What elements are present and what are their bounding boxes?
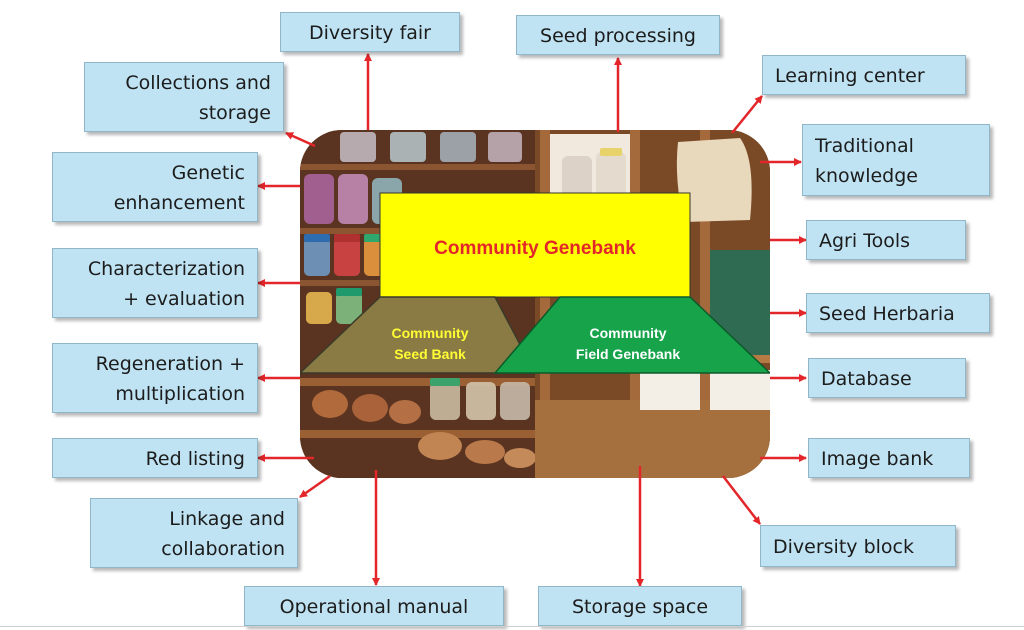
glass-bottles [562,148,626,196]
lower-shelf [535,400,770,478]
shelf-back [710,370,770,410]
label-linkage-1: Linkage and [169,508,285,530]
label-seed-herbaria: Seed Herbaria [819,303,955,325]
box-genetic-enhancement: Genetic enhancement [52,152,258,222]
label-genetic-1: Genetic [171,162,245,184]
label-operational-manual: Operational manual [279,596,469,618]
label-genetic-2: enhancement [113,192,245,214]
clay-pots [312,390,536,468]
box-image-bank: Image bank [808,438,970,478]
box-learning-center: Learning center [762,55,966,95]
shelf [300,164,535,170]
label-image-bank: Image bank [821,448,934,470]
box-characterization: Characterization + evaluation [52,248,258,318]
label-diversity-fair: Diversity fair [309,22,431,44]
woven-basket [676,138,752,222]
box-traditional-knowledge: Traditional knowledge [802,124,990,196]
jar-row-bottom [430,378,530,420]
center-title: Community Genebank [434,238,636,259]
box-agri-tools: Agri Tools [806,220,966,260]
label-collections-1: Collections and [125,72,271,94]
label-linkage-2: collaboration [161,538,285,560]
seed-bank-label-2: Seed Bank [394,346,466,362]
title-box [379,192,691,298]
arrow-learning-center [731,95,763,134]
label-regeneration-2: multiplication [115,383,245,405]
field-genebank-trapezoid [493,296,770,374]
box-seed-processing: Seed processing [516,15,720,55]
box-database: Database [808,358,966,398]
shelf [300,430,535,438]
label-seed-processing: Seed processing [540,25,696,47]
box-diversity-fair: Diversity fair [280,12,460,52]
shelf-post [700,130,710,478]
jar-row-4 [306,288,362,324]
shelf [300,378,535,386]
shelf-post [540,130,550,478]
label-diversity-block: Diversity block [773,536,914,558]
shelf-back [640,370,700,410]
genebank-photo: Community Genebank Community Seed Bank C… [300,130,770,478]
label-agri-tools: Agri Tools [819,230,910,252]
jar-row-3 [304,234,390,276]
label-collections-2: storage [198,102,271,124]
box-diversity-block: Diversity block [760,525,956,567]
field-genebank-label-1: Community [590,325,667,341]
field-genebank-label-2: Field Genebank [576,346,680,362]
bottom-divider [0,626,1024,627]
box-seed-herbaria: Seed Herbaria [806,293,990,333]
label-characterization-2: + evaluation [123,288,245,310]
label-database: Database [821,368,912,390]
label-traditional-1: Traditional [815,135,914,157]
arrow-linkage [299,474,331,499]
label-regeneration-1: Regeneration + [95,353,245,375]
label-red-listing: Red listing [145,448,245,470]
box-regeneration: Regeneration + multiplication [52,343,258,413]
seed-bank-label-1: Community [392,325,469,341]
label-traditional-2: knowledge [815,165,918,187]
box-storage-space: Storage space [538,586,742,626]
box-collections-storage: Collections and storage [84,62,284,132]
photo-illustration: Community Genebank Community Seed Bank C… [300,130,770,478]
arrow-diversity-block [722,475,761,525]
label-storage-space: Storage space [571,596,709,618]
jar-row-top [340,132,522,162]
label-characterization-1: Characterization [87,258,245,280]
arrow-collections [285,131,316,148]
label-learning-center: Learning center [775,65,925,87]
box-red-listing: Red listing [52,438,258,478]
box-linkage: Linkage and collaboration [90,498,298,568]
box-operational-manual: Operational manual [244,586,504,626]
